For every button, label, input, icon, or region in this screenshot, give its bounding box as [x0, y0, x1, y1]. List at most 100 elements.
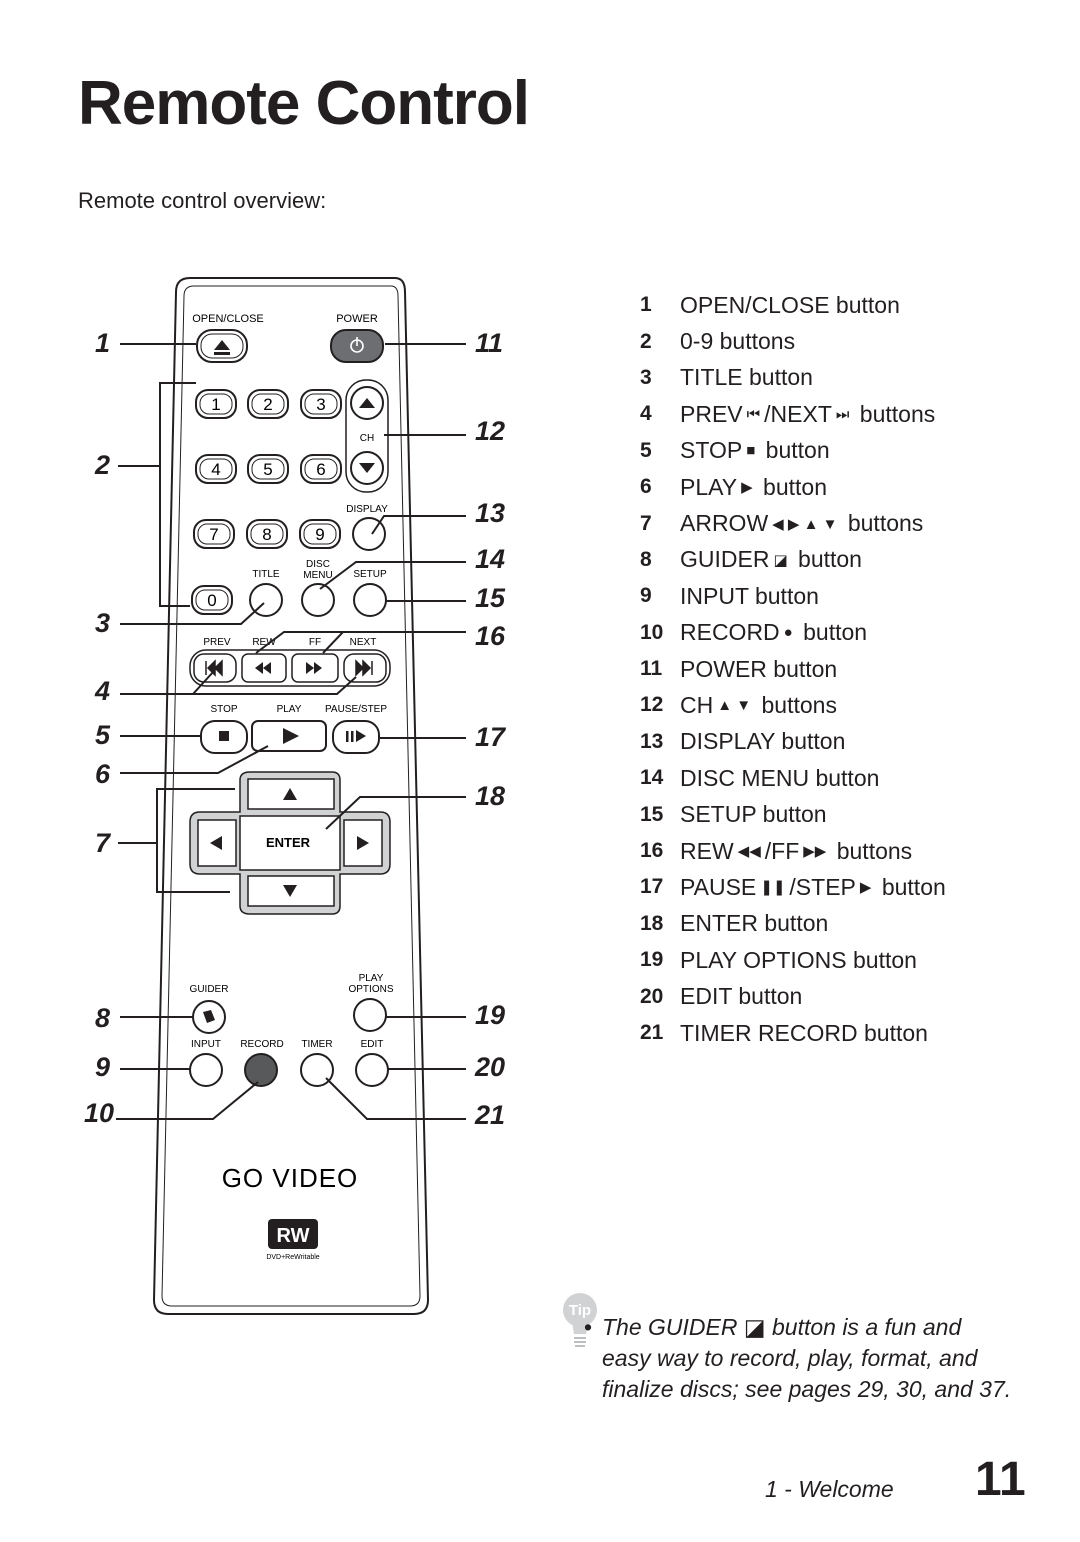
ch-label: CH: [360, 433, 374, 444]
callout-18: 18: [475, 781, 505, 811]
legend-text: DISC MENU button: [680, 764, 880, 791]
stop-icon: ■: [746, 442, 756, 460]
play-button[interactable]: [251, 720, 327, 752]
digit-button-8[interactable]: 8: [246, 519, 288, 549]
menu-label: MENU: [303, 570, 332, 581]
power-button[interactable]: [330, 329, 384, 363]
legend-number: 12: [640, 693, 664, 717]
prev-button[interactable]: [193, 653, 237, 683]
setup-button[interactable]: [353, 583, 387, 617]
digit-button-1[interactable]: 1: [195, 389, 237, 419]
legend-number: 16: [640, 839, 664, 863]
legend-number: 10: [640, 620, 664, 644]
rw-logo: RW DVD+ReWritable: [266, 1219, 320, 1261]
digit-label: 7: [209, 525, 218, 544]
step-icon: ▶: [859, 879, 872, 897]
ch-up-button[interactable]: [350, 386, 384, 420]
legend-text-pre: STOP: [680, 437, 743, 464]
footer-section: 1 - Welcome: [765, 1476, 894, 1502]
callout-16: 16: [475, 621, 506, 651]
legend-text-pre: REW: [680, 837, 734, 864]
legend-text-post: buttons: [853, 400, 936, 427]
rew-button[interactable]: [241, 653, 287, 683]
legend-number: 19: [640, 948, 664, 972]
legend-text-pre: PAUSE: [680, 873, 757, 900]
digit-label: 5: [263, 460, 272, 479]
legend-number: 3: [640, 365, 652, 389]
callout-10: 10: [84, 1098, 114, 1128]
callout-12: 12: [475, 416, 505, 446]
arrow-right-button[interactable]: [343, 819, 383, 867]
up-down-arrow-icon: ▲ ▼: [717, 696, 752, 714]
next-button[interactable]: [343, 653, 387, 683]
pause-icon: [346, 731, 349, 742]
power-label: POWER: [336, 313, 378, 325]
ff-button[interactable]: [291, 653, 339, 683]
legend-text-post: button: [756, 473, 827, 500]
legend-text-mid: /FF: [764, 837, 800, 864]
callout-2: 2: [94, 450, 110, 480]
callout-21: 21: [474, 1100, 505, 1130]
legend-number: 8: [640, 547, 652, 571]
legend-number: 11: [640, 657, 663, 681]
digit-button-6[interactable]: 6: [300, 454, 342, 484]
legend-number: 13: [640, 729, 664, 753]
open-close-label: OPEN/CLOSE: [192, 313, 264, 325]
digit-button-7[interactable]: 7: [193, 519, 235, 549]
timer-button[interactable]: [300, 1053, 334, 1087]
edit-label: EDIT: [361, 1039, 384, 1050]
input-button[interactable]: [189, 1053, 223, 1087]
stop-button[interactable]: [200, 720, 248, 754]
up-arrow-icon: [283, 788, 297, 800]
callout-13: 13: [475, 498, 505, 528]
digit-button-4[interactable]: 4: [195, 454, 237, 484]
legend-text-pre: RECORD: [680, 619, 780, 646]
left-arrow-icon: [210, 836, 222, 850]
arrow-left-button[interactable]: [197, 819, 237, 867]
fast-forward-icon: ▶▶: [803, 843, 827, 861]
title-label: TITLE: [252, 569, 280, 580]
pause-step-button[interactable]: [332, 720, 380, 754]
tip-bullet: •: [584, 1314, 593, 1340]
legend-text-pre: PREV: [680, 400, 743, 427]
stop-icon: [219, 731, 229, 741]
arrow-keys-icon: ◀ ▶ ▲ ▼: [772, 515, 838, 533]
callout-17: 17: [475, 722, 507, 752]
page-title: Remote Control: [78, 69, 530, 138]
callout-lines: [116, 343, 466, 1120]
legend-number: 1: [640, 293, 652, 317]
guider-button[interactable]: [192, 1000, 226, 1034]
edit-button[interactable]: [355, 1053, 389, 1087]
digit-button-5[interactable]: 5: [247, 454, 289, 484]
disc-menu-button[interactable]: [301, 583, 335, 617]
tip-line-3: finalize discs; see pages 29, 30, and 37…: [602, 1376, 1012, 1402]
record-button[interactable]: [244, 1053, 278, 1087]
ch-down-button[interactable]: [350, 451, 384, 485]
callout-3: 3: [95, 608, 110, 638]
digit-button-2[interactable]: 2: [247, 389, 289, 419]
arrow-up-button[interactable]: [247, 778, 335, 810]
legend-number: 17: [640, 875, 664, 899]
open-close-button[interactable]: [196, 329, 248, 363]
digit-button-0[interactable]: 0: [191, 585, 233, 615]
legend-text: INPUT button: [680, 582, 819, 609]
legend-text-post: button: [791, 546, 862, 573]
legend-text-post: buttons: [830, 837, 913, 864]
callout-1: 1: [95, 328, 110, 358]
transport-bar: [189, 649, 391, 687]
tip-badge: Tip: [569, 1302, 591, 1319]
digit-button-3[interactable]: 3: [300, 389, 342, 419]
digit-button-9[interactable]: 9: [299, 519, 341, 549]
legend-number: 15: [640, 802, 664, 826]
enter-button[interactable]: ENTER: [239, 815, 341, 871]
rewind-icon: [255, 662, 271, 674]
play-options-button[interactable]: [353, 998, 387, 1032]
arrow-down-button[interactable]: [247, 875, 335, 907]
callout-11: 11: [475, 328, 503, 358]
